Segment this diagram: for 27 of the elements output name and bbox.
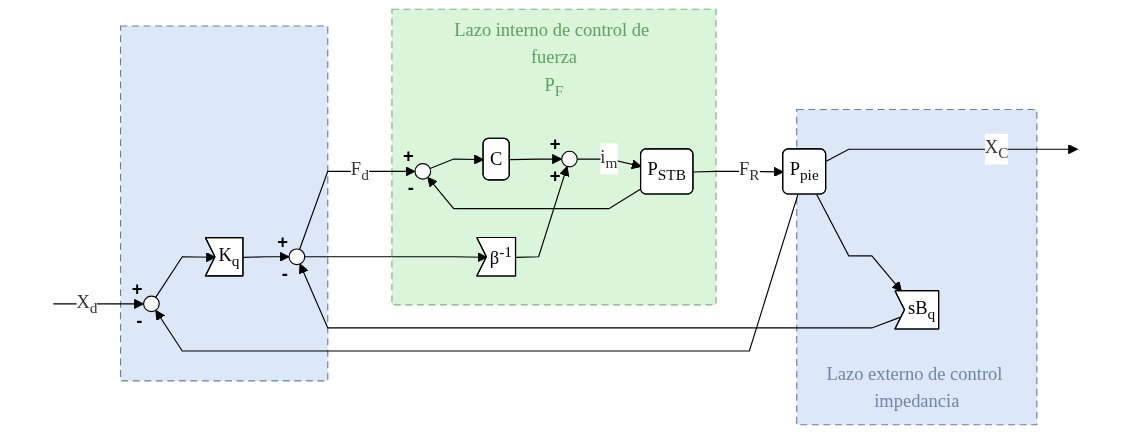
sign-label: + bbox=[549, 133, 561, 155]
arrow bbox=[298, 166, 416, 251]
sign-label: + bbox=[549, 164, 561, 186]
cluster bbox=[119, 25, 329, 382]
edge-label: X$_{d}$ bbox=[76, 291, 98, 317]
arrow bbox=[509, 153, 563, 165]
edge-label: i$_{m}$ bbox=[600, 146, 618, 172]
sign-label: - bbox=[281, 262, 288, 284]
arrow bbox=[515, 166, 570, 258]
arrow bbox=[816, 194, 902, 292]
sign-label: - bbox=[407, 177, 414, 199]
sign-label: - bbox=[136, 309, 143, 331]
edge-label: F$_{d}$ bbox=[350, 159, 369, 184]
arrow bbox=[427, 176, 642, 210]
arrow bbox=[155, 194, 799, 352]
node-circle bbox=[414, 163, 432, 180]
node-circle bbox=[143, 295, 160, 313]
edge-label: X$_{C}$ bbox=[984, 137, 1009, 162]
sign-label: + bbox=[131, 277, 143, 299]
edge-label: F$_{R}$ bbox=[739, 159, 760, 184]
sign-label: + bbox=[403, 145, 414, 167]
arrow bbox=[242, 251, 290, 262]
node-circle bbox=[561, 150, 578, 168]
arrow bbox=[825, 144, 1079, 162]
arrow bbox=[155, 252, 216, 298]
sign-label: + bbox=[277, 230, 288, 252]
node-circle bbox=[288, 248, 306, 266]
